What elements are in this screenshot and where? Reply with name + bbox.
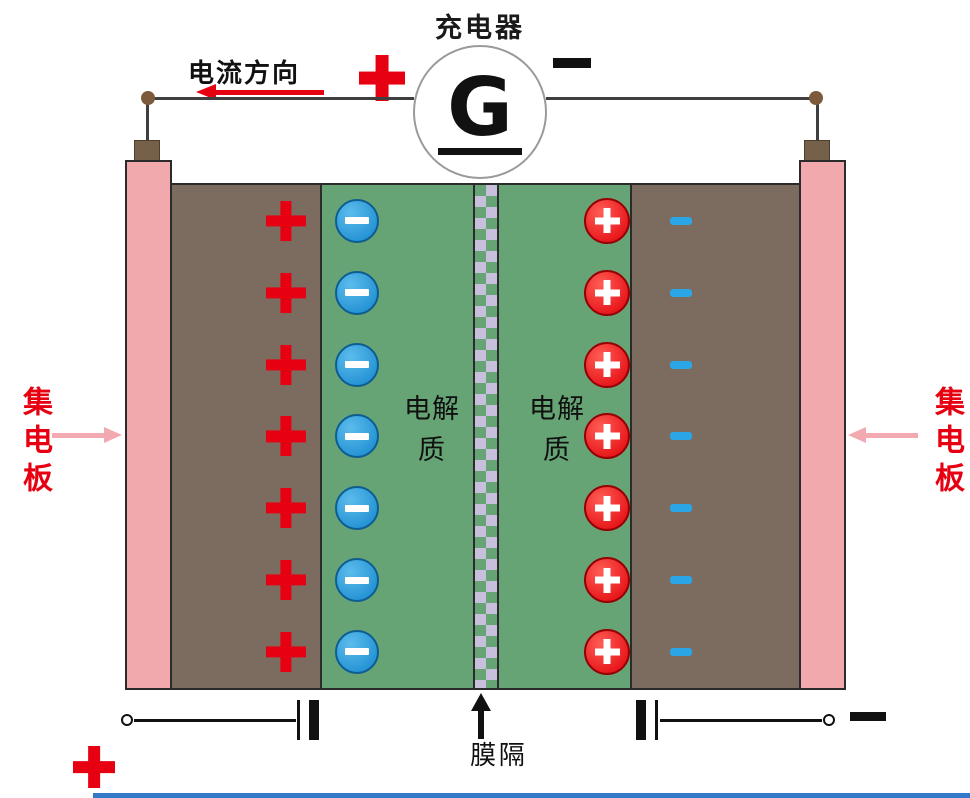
generator-label: G: [438, 67, 522, 155]
negative-charge-icon: [670, 288, 692, 297]
capacitor-plate-thick-left: [309, 700, 319, 740]
capacitor-plate-thick-right: [636, 700, 646, 740]
wire-node-left-icon: [141, 91, 155, 105]
anion-icon: [335, 558, 379, 603]
plus-icon: [595, 496, 620, 521]
cation-icon: [584, 557, 630, 604]
arrow-line: [52, 433, 104, 438]
minus-icon: [345, 504, 369, 512]
negative-electrode-charges: [668, 185, 694, 688]
minus-icon: [345, 648, 369, 656]
terminal-tab-right: [804, 140, 830, 162]
anion-icon: [335, 198, 379, 243]
bottom-wire-right: [660, 719, 822, 722]
wire-right-vertical: [816, 97, 819, 143]
cation-icon: [584, 628, 630, 675]
anion-icon: [335, 629, 379, 674]
cation-column: [583, 185, 631, 688]
wire-right-horizontal: [546, 97, 818, 100]
positive-charge-icon: [266, 488, 306, 528]
anion-icon: [335, 414, 379, 459]
charger-minus-icon: [553, 58, 591, 68]
anion-icon: [335, 486, 379, 531]
current-direction-arrow-icon: [196, 84, 324, 100]
arrow-head: [104, 427, 122, 443]
positive-electrode-charges: [262, 185, 310, 688]
collector-plate-right: [799, 160, 846, 690]
negative-charge-icon: [670, 504, 692, 513]
cation-icon: [584, 485, 630, 532]
plus-icon: [595, 208, 620, 233]
electrolyte-left-region: [320, 185, 473, 688]
positive-charge-icon: [266, 416, 306, 456]
positive-charge-icon: [266, 345, 306, 385]
collector-arrow-right-icon: [848, 427, 918, 443]
cation-icon: [584, 269, 630, 316]
arrow-head: [196, 84, 216, 100]
plus-icon: [595, 280, 620, 305]
bottom-negative-terminal-icon: [850, 712, 886, 721]
negative-charge-icon: [670, 216, 692, 225]
negative-charge-icon: [670, 360, 692, 369]
generator-circle: G: [413, 45, 547, 179]
capacitor-plate-thin-right: [655, 700, 658, 740]
negative-electrode-region: [630, 185, 799, 688]
positive-charge-icon: [266, 273, 306, 313]
cell-interior: [170, 183, 801, 690]
minus-icon: [345, 576, 369, 584]
wire-node-right-icon: [809, 91, 823, 105]
cation-icon: [584, 413, 630, 460]
arrow-head: [471, 693, 491, 711]
charger-title: 充电器: [435, 13, 525, 44]
positive-electrode-region: [172, 185, 320, 688]
electrolyte-label-right: 电解质: [529, 394, 585, 466]
anion-icon: [335, 342, 379, 387]
arrow-line: [866, 433, 918, 438]
minus-icon: [345, 361, 369, 369]
separator-membrane: [473, 185, 497, 688]
positive-charge-icon: [266, 560, 306, 600]
minus-icon: [345, 217, 369, 225]
arrow-line: [214, 90, 324, 95]
bottom-blue-strip: [93, 793, 970, 798]
arrow-shaft: [478, 709, 484, 739]
collector-arrow-left-icon: [52, 427, 122, 443]
negative-charge-icon: [670, 647, 692, 656]
terminal-node-left-icon: [121, 714, 133, 726]
anion-icon: [335, 270, 379, 315]
plus-icon: [595, 568, 620, 593]
terminal-tab-left: [134, 140, 160, 162]
plus-icon: [595, 352, 620, 377]
plus-icon: [595, 639, 620, 664]
capacitor-plate-thin-left: [297, 700, 300, 740]
electrolyte-right-region: [497, 185, 630, 688]
separator-label: 隔膜: [465, 741, 525, 771]
plus-icon: [595, 424, 620, 449]
wire-left-vertical: [146, 97, 149, 143]
anion-column: [334, 185, 380, 688]
charger-plus-icon: [359, 55, 405, 101]
separator-arrow-icon: [471, 693, 491, 740]
negative-charge-icon: [670, 576, 692, 585]
minus-icon: [345, 432, 369, 440]
collector-label-left: 集电板: [17, 386, 52, 500]
bottom-wire-left: [134, 719, 296, 722]
arrow-head: [848, 427, 866, 443]
negative-charge-icon: [670, 432, 692, 441]
terminal-node-right-icon: [823, 714, 835, 726]
bottom-positive-terminal-icon: [73, 746, 115, 788]
collector-plate-left: [125, 160, 172, 690]
minus-icon: [345, 289, 369, 297]
cation-icon: [584, 341, 630, 388]
cation-icon: [584, 197, 630, 244]
positive-charge-icon: [266, 201, 306, 241]
collector-label-right: 集电板: [929, 386, 964, 500]
positive-charge-icon: [266, 632, 306, 672]
wire-left-horizontal: [148, 97, 414, 100]
electrolyte-label-left: 电解质: [404, 394, 460, 466]
